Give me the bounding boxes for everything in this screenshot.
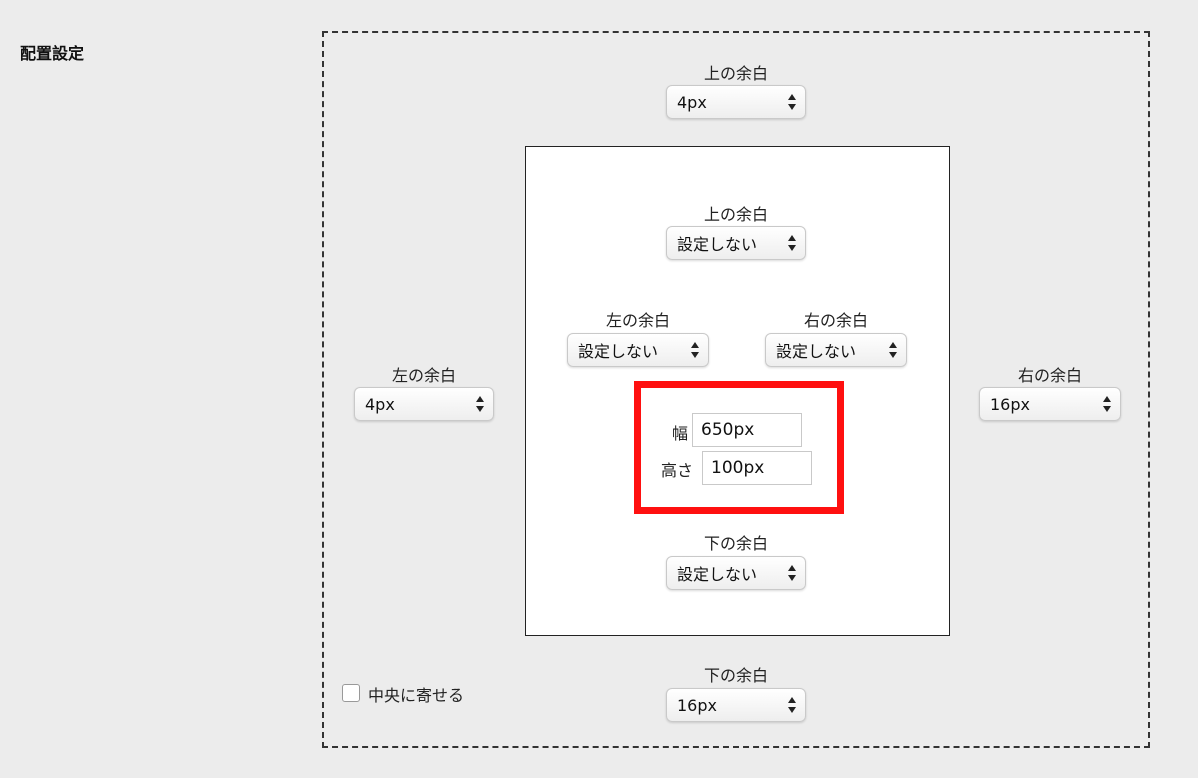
outer-top-margin-value: 4px	[677, 92, 707, 112]
inner-left-margin-label: 左の余白	[605, 311, 670, 330]
select-arrows-icon	[787, 565, 797, 581]
inner-left-margin-select[interactable]: 設定しない	[567, 333, 709, 367]
outer-left-margin-label: 左の余白	[391, 366, 456, 385]
outer-bottom-margin-select[interactable]: 16px	[666, 688, 806, 722]
select-arrows-icon	[787, 697, 797, 713]
outer-right-margin-select[interactable]: 16px	[979, 387, 1121, 421]
width-label: 幅	[672, 424, 689, 443]
section-title: 配置設定	[20, 44, 85, 63]
inner-bottom-margin-value: 設定しない	[677, 565, 758, 584]
outer-top-margin-select[interactable]: 4px	[666, 85, 806, 119]
inner-top-margin-label: 上の余白	[703, 205, 768, 224]
outer-left-margin-value: 4px	[365, 394, 395, 414]
inner-right-margin-value: 設定しない	[776, 342, 857, 361]
inner-top-margin-value: 設定しない	[677, 235, 758, 254]
select-arrows-icon	[690, 342, 700, 358]
height-label: 高さ	[661, 461, 694, 480]
outer-left-margin-select[interactable]: 4px	[354, 387, 494, 421]
outer-bottom-margin-label: 下の余白	[703, 666, 768, 685]
center-checkbox[interactable]	[342, 684, 360, 702]
select-arrows-icon	[787, 235, 797, 251]
size-highlight-box	[634, 381, 844, 514]
inner-left-margin-value: 設定しない	[578, 342, 659, 361]
inner-bottom-margin-label: 下の余白	[703, 534, 768, 553]
center-checkbox-label[interactable]: 中央に寄せる	[368, 686, 465, 705]
inner-right-margin-label: 右の余白	[803, 311, 868, 330]
select-arrows-icon	[1102, 396, 1112, 412]
outer-right-margin-label: 右の余白	[1017, 366, 1082, 385]
outer-margin-box	[322, 31, 1150, 748]
height-input[interactable]: 100px	[702, 451, 812, 485]
outer-bottom-margin-value: 16px	[677, 695, 717, 715]
select-arrows-icon	[475, 396, 485, 412]
outer-top-margin-label: 上の余白	[703, 64, 768, 83]
select-arrows-icon	[888, 342, 898, 358]
inner-bottom-margin-select[interactable]: 設定しない	[666, 556, 806, 590]
inner-top-margin-select[interactable]: 設定しない	[666, 226, 806, 260]
width-input[interactable]: 650px	[692, 413, 802, 447]
outer-right-margin-value: 16px	[990, 394, 1030, 414]
inner-right-margin-select[interactable]: 設定しない	[765, 333, 907, 367]
select-arrows-icon	[787, 94, 797, 110]
